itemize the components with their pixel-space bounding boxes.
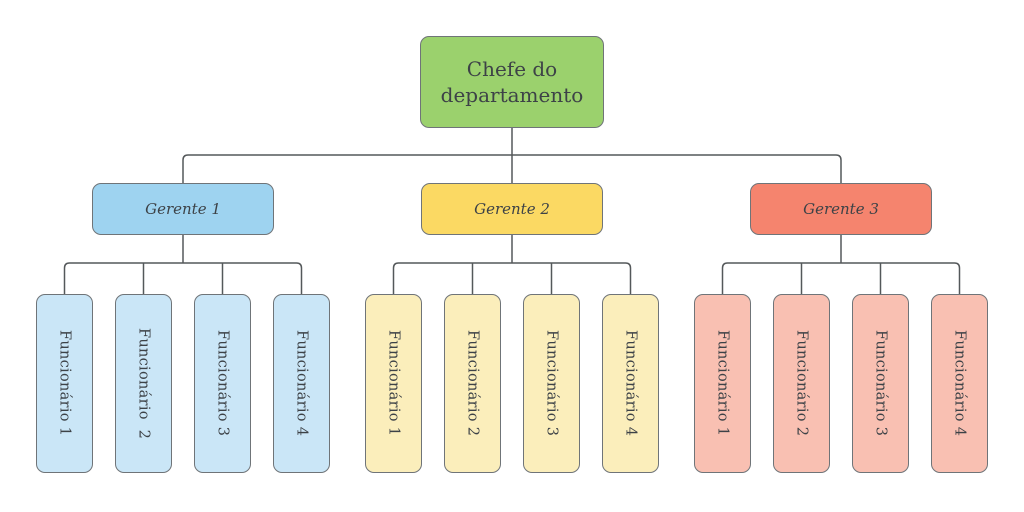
employee-1-4-label: Funcionário 4 — [293, 330, 310, 437]
org-node-employee-3-4: Funcionário 4 — [931, 294, 988, 473]
employee-2-4-label: Funcionário 4 — [622, 330, 639, 437]
org-node-employee-3-2: Funcionário 2 — [773, 294, 830, 473]
manager-1-label: Gerente 1 — [145, 200, 221, 218]
org-node-employee-2-4: Funcionário 4 — [602, 294, 659, 473]
manager-2-label: Gerente 2 — [474, 200, 550, 218]
connector-g1-bus — [63, 262, 303, 294]
org-node-employee-2-3: Funcionário 3 — [523, 294, 580, 473]
org-node-employee-1-1: Funcionário 1 — [36, 294, 93, 473]
org-node-employee-3-1: Funcionário 1 — [694, 294, 751, 473]
employee-2-2-label: Funcionário 2 — [464, 330, 481, 437]
org-node-employee-1-3: Funcionário 3 — [194, 294, 251, 473]
employee-3-4-label: Funcionário 4 — [951, 330, 968, 437]
chief-label: Chefe do departamento — [440, 57, 584, 107]
manager-3-label: Gerente 3 — [803, 200, 879, 218]
org-node-manager-1: Gerente 1 — [92, 183, 274, 235]
employee-3-3-label: Funcionário 3 — [872, 330, 889, 437]
employee-2-1-label: Funcionário 1 — [385, 330, 402, 437]
org-node-employee-1-2: Funcionário 2 — [115, 294, 172, 473]
connector-g2-bus — [392, 262, 632, 294]
employee-2-3-label: Funcionário 3 — [543, 330, 560, 437]
org-node-employee-1-4: Funcionário 4 — [273, 294, 330, 473]
org-node-employee-2-2: Funcionário 2 — [444, 294, 501, 473]
org-node-chief: Chefe do departamento — [420, 36, 604, 128]
employee-1-3-label: Funcionário 3 — [214, 330, 231, 437]
org-node-manager-3: Gerente 3 — [750, 183, 932, 235]
connector-g3-bus — [721, 262, 961, 294]
org-node-manager-2: Gerente 2 — [421, 183, 603, 235]
connector-top-bus — [182, 154, 842, 183]
employee-1-1-label: Funcionário 1 — [56, 330, 73, 437]
employee-1-2-label: Funcionário 2 — [135, 327, 152, 440]
employee-3-1-label: Funcionário 1 — [714, 330, 731, 437]
employee-3-2-label: Funcionário 2 — [793, 330, 810, 437]
org-node-employee-2-1: Funcionário 1 — [365, 294, 422, 473]
org-node-employee-3-3: Funcionário 3 — [852, 294, 909, 473]
